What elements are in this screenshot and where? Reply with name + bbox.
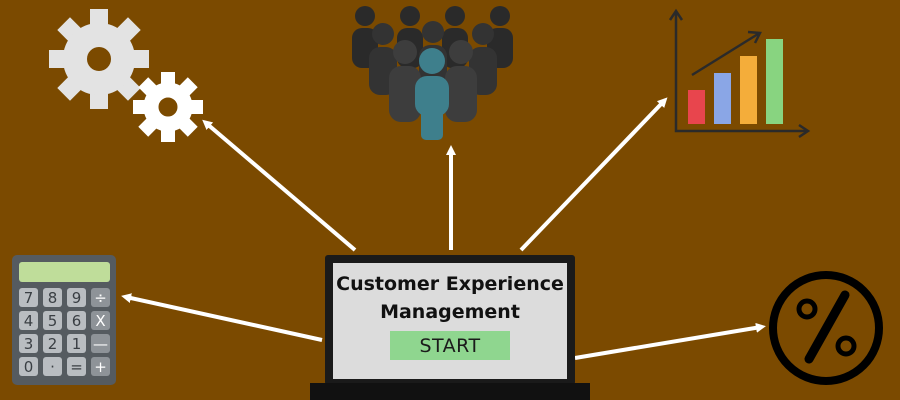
calculator-key	[91, 334, 110, 353]
calculator-key	[67, 288, 86, 307]
page-title: Customer Experience Management	[333, 270, 567, 326]
arrow-to-percent	[574, 322, 766, 360]
calculator-key-label: +	[94, 358, 107, 376]
arrow-to-gears	[202, 119, 357, 252]
calculator-display	[19, 262, 110, 282]
calculator-key-label: 8	[48, 289, 58, 307]
calculator-key	[67, 357, 86, 376]
percent-icon	[769, 271, 883, 385]
people-crowd-icon	[352, 6, 513, 140]
calculator-key	[43, 334, 62, 353]
start-button[interactable]: START	[390, 331, 510, 360]
chart-bar	[714, 73, 731, 124]
arrows	[121, 97, 766, 360]
chart-bar	[740, 56, 757, 124]
calculator-key-label: 4	[24, 312, 34, 330]
chart-bar	[766, 39, 783, 124]
calculator-key	[91, 357, 110, 376]
calculator-key	[43, 311, 62, 330]
bar-chart-growth-icon	[668, 8, 811, 139]
calculator-key	[91, 311, 110, 330]
calculator-key-label: =	[70, 358, 83, 376]
title-line-2: Management	[380, 301, 520, 323]
laptop-base	[310, 383, 590, 400]
calculator-key	[67, 311, 86, 330]
calculator-key	[19, 357, 38, 376]
calculator-key-label: ·	[50, 358, 55, 376]
calculator-key-label: 5	[48, 312, 58, 330]
chart-bar	[688, 90, 705, 124]
calculator-key-label: X	[95, 312, 105, 330]
arrow-to-chart	[519, 97, 668, 252]
calculator-key-label: ÷	[94, 289, 107, 307]
calculator-key	[91, 288, 110, 307]
calculator-key	[19, 288, 38, 307]
calculator-key-label: 2	[48, 335, 58, 353]
calculator-key	[43, 357, 62, 376]
calculator-key	[67, 334, 86, 353]
calculator-key-label: 0	[24, 358, 34, 376]
calculator-key-label: —	[93, 335, 108, 353]
title-line-1: Customer Experience	[336, 273, 564, 295]
arrow-to-calculator	[121, 293, 323, 342]
calculator-key	[19, 334, 38, 353]
calculator-key	[19, 311, 38, 330]
calculator-key-label: 6	[72, 312, 82, 330]
calculator-key-label: 3	[24, 335, 34, 353]
gears-icon	[49, 9, 203, 142]
calculator-key-label: 7	[24, 289, 34, 307]
calculator-key	[43, 288, 62, 307]
calculator-key-label: 1	[72, 335, 82, 353]
calculator-key-label: 9	[72, 289, 82, 307]
